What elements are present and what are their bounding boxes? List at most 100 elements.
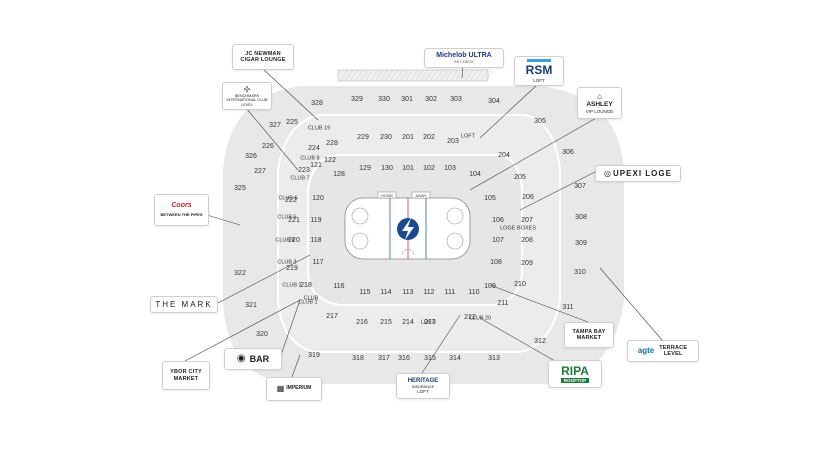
- section-229[interactable]: 229: [357, 134, 369, 141]
- leader-line: [279, 299, 301, 359]
- rsm-loft-box[interactable]: RSM LOFT: [514, 56, 564, 86]
- section-301[interactable]: 301: [401, 96, 413, 103]
- section-212[interactable]: 212: [464, 314, 476, 321]
- section-221[interactable]: 221: [288, 217, 300, 224]
- section-110[interactable]: 110: [468, 289, 479, 296]
- section-303[interactable]: 303: [450, 96, 462, 103]
- section-328[interactable]: 328: [311, 100, 323, 107]
- section-327[interactable]: 327: [269, 122, 281, 129]
- section-120[interactable]: 120: [312, 195, 324, 202]
- section-107[interactable]: 107: [492, 237, 504, 244]
- rink: HOME AWAY: [344, 191, 471, 260]
- section-118[interactable]: 118: [310, 237, 321, 244]
- section-122[interactable]: 122: [324, 157, 336, 164]
- section-307[interactable]: 307: [574, 183, 586, 190]
- section-128[interactable]: 128: [333, 171, 345, 178]
- section-115[interactable]: 115: [359, 289, 370, 296]
- section-203[interactable]: 203: [447, 138, 459, 145]
- section-201[interactable]: 201: [402, 134, 414, 141]
- section-210[interactable]: 210: [514, 281, 526, 288]
- section-211[interactable]: 211: [497, 300, 508, 307]
- section-308[interactable]: 308: [575, 214, 587, 221]
- section-215[interactable]: 215: [380, 319, 392, 326]
- section-226[interactable]: 226: [262, 143, 274, 150]
- section-304[interactable]: 304: [488, 98, 500, 105]
- section-109[interactable]: 109: [484, 283, 496, 290]
- section-315[interactable]: 315: [424, 355, 436, 362]
- section-207[interactable]: 207: [521, 217, 533, 224]
- section-322[interactable]: 322: [234, 270, 246, 277]
- section-209[interactable]: 209: [521, 260, 533, 267]
- section-117[interactable]: 117: [312, 259, 323, 266]
- section-119[interactable]: 119: [310, 217, 321, 224]
- section-225[interactable]: 225: [286, 119, 298, 126]
- section-305[interactable]: 305: [534, 118, 546, 125]
- section-316[interactable]: 316: [398, 355, 410, 362]
- section-121[interactable]: 121: [310, 162, 322, 169]
- section-104[interactable]: 104: [469, 171, 481, 178]
- section-230[interactable]: 230: [380, 134, 392, 141]
- bar-box[interactable]: ◉ BAR: [224, 348, 282, 370]
- section-317[interactable]: 317: [378, 355, 390, 362]
- section-105[interactable]: 105: [484, 195, 496, 202]
- section-329[interactable]: 329: [351, 96, 363, 103]
- section-113[interactable]: 113: [402, 289, 413, 296]
- section-310[interactable]: 310: [574, 269, 586, 276]
- section-129[interactable]: 129: [359, 165, 371, 172]
- section-114[interactable]: 114: [380, 289, 391, 296]
- section-330[interactable]: 330: [378, 96, 390, 103]
- coors-box[interactable]: Coors BETWEEN THE PIPES: [154, 194, 209, 226]
- section-319[interactable]: 319: [308, 352, 320, 359]
- section-206[interactable]: 206: [522, 194, 534, 201]
- section-311[interactable]: 311: [562, 304, 573, 311]
- section-224[interactable]: 224: [308, 145, 320, 152]
- section-213[interactable]: 213: [424, 319, 436, 326]
- section-102[interactable]: 102: [423, 165, 435, 172]
- section-214[interactable]: 214: [402, 319, 414, 326]
- section-101[interactable]: 101: [402, 165, 414, 172]
- section-112[interactable]: 112: [423, 289, 434, 296]
- ybor-box[interactable]: YBOR CITY MARKET: [162, 361, 210, 390]
- section-106[interactable]: 106: [492, 217, 504, 224]
- section-223[interactable]: 223: [298, 167, 310, 174]
- section-325[interactable]: 325: [234, 185, 246, 192]
- ultra-sky-deck-box[interactable]: Michelob ULTRA SKY DECK: [424, 48, 504, 68]
- section-217[interactable]: 217: [326, 313, 338, 320]
- section-313[interactable]: 313: [488, 355, 500, 362]
- section-111[interactable]: 111: [445, 289, 456, 296]
- section-208[interactable]: 208: [521, 237, 533, 244]
- section-222[interactable]: 222: [285, 197, 297, 204]
- ripa-rooftop-box[interactable]: RIPA ROOFTOP: [548, 360, 602, 388]
- upexi-loge-box[interactable]: ◎ UPEXI LOGE: [595, 165, 681, 182]
- benchmark-club-box[interactable]: ✣ BENCHMARK INTERNATIONAL CLUB LEVEL: [222, 82, 272, 110]
- section-108[interactable]: 108: [490, 259, 502, 266]
- section-227[interactable]: 227: [254, 168, 266, 175]
- section-321[interactable]: 321: [245, 302, 257, 309]
- section-103[interactable]: 103: [444, 165, 456, 172]
- tampa-market-box[interactable]: TAMPA BAY MARKET: [564, 322, 614, 348]
- section-216[interactable]: 216: [356, 319, 368, 326]
- section-219[interactable]: 219: [286, 265, 298, 272]
- section-130[interactable]: 130: [381, 165, 393, 172]
- cigar-lounge-box[interactable]: JC NEWMAN CIGAR LOUNGE: [232, 44, 294, 70]
- section-302[interactable]: 302: [425, 96, 437, 103]
- section-309[interactable]: 309: [575, 240, 587, 247]
- section-116[interactable]: 116: [333, 283, 344, 290]
- ashley-vip-box[interactable]: ⌂ ASHLEY VIP LOUNGE: [577, 87, 622, 119]
- section-314[interactable]: 314: [449, 355, 461, 362]
- the-mark-box[interactable]: THE MARK: [150, 296, 218, 313]
- section-326[interactable]: 326: [245, 153, 257, 160]
- section-205[interactable]: 205: [514, 174, 526, 181]
- terrace-level-box[interactable]: agte TERRACE LEVEL: [627, 340, 699, 362]
- section-202[interactable]: 202: [423, 134, 435, 141]
- section-220[interactable]: 220: [288, 237, 300, 244]
- imperium-box[interactable]: ▦ IMPERIUM: [266, 377, 322, 401]
- section-306[interactable]: 306: [562, 149, 574, 156]
- section-218[interactable]: 218: [300, 282, 312, 289]
- section-312[interactable]: 312: [534, 338, 546, 345]
- heritage-loft-box[interactable]: HERITAGE INSURANCE LOFT: [396, 373, 450, 399]
- section-204[interactable]: 204: [498, 152, 510, 159]
- section-320[interactable]: 320: [256, 331, 268, 338]
- section-228[interactable]: 228: [326, 140, 338, 147]
- section-318[interactable]: 318: [352, 355, 364, 362]
